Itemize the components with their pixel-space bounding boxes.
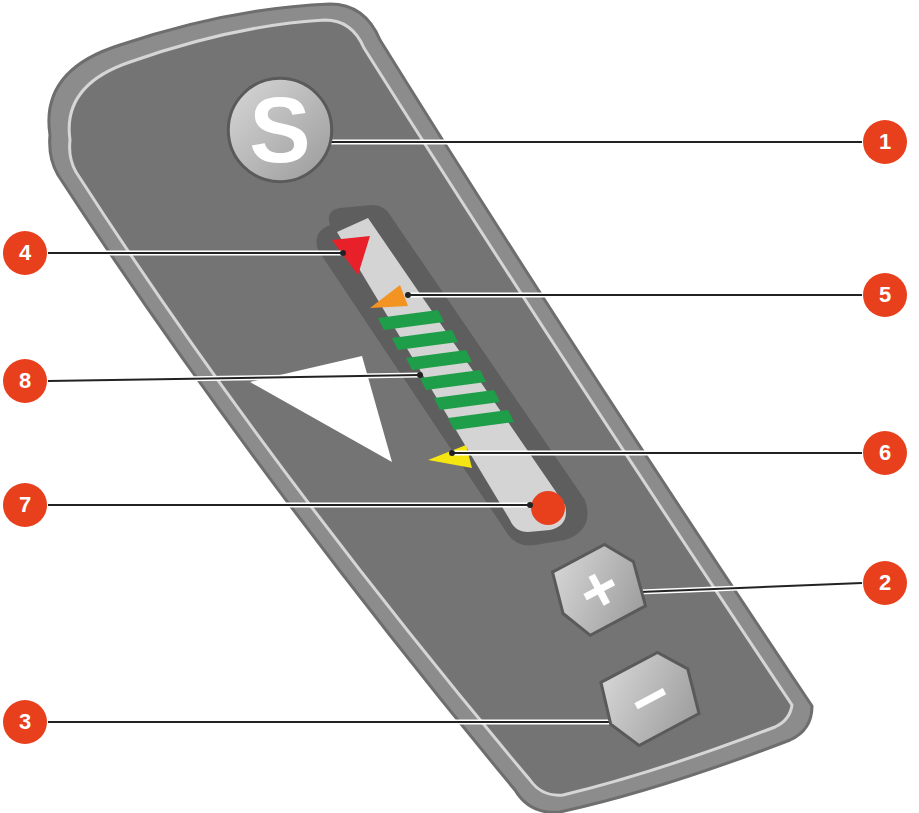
level-bar <box>406 350 472 370</box>
yellow-indicator <box>428 445 472 468</box>
callout-number: 7 <box>3 483 47 527</box>
minus-button: − <box>587 639 713 757</box>
callout-circles <box>3 120 907 744</box>
select-button: S <box>225 75 335 185</box>
callout-number: 5 <box>863 273 907 317</box>
callout-number: 2 <box>863 561 907 605</box>
callout-number: 8 <box>3 359 47 403</box>
level-bar <box>434 390 500 410</box>
level-bar <box>420 370 486 390</box>
level-wedge <box>250 356 392 462</box>
status-led <box>531 491 565 525</box>
callout-number: 1 <box>863 120 907 164</box>
panel-housing <box>49 4 812 812</box>
leader-halo <box>48 142 862 722</box>
button-label: S <box>249 84 310 176</box>
level-bar <box>392 330 458 350</box>
level-bar <box>448 410 514 430</box>
orange-indicator <box>370 285 408 308</box>
plus-button: + <box>540 532 659 646</box>
leader-lines <box>48 142 862 722</box>
callout-number: 6 <box>863 431 907 475</box>
callout-number: 3 <box>3 700 47 744</box>
callout-number: 4 <box>3 231 47 275</box>
level-bar <box>378 310 444 330</box>
panel-face <box>69 20 792 795</box>
level-bars <box>378 310 514 430</box>
leader-dots <box>319 139 643 725</box>
